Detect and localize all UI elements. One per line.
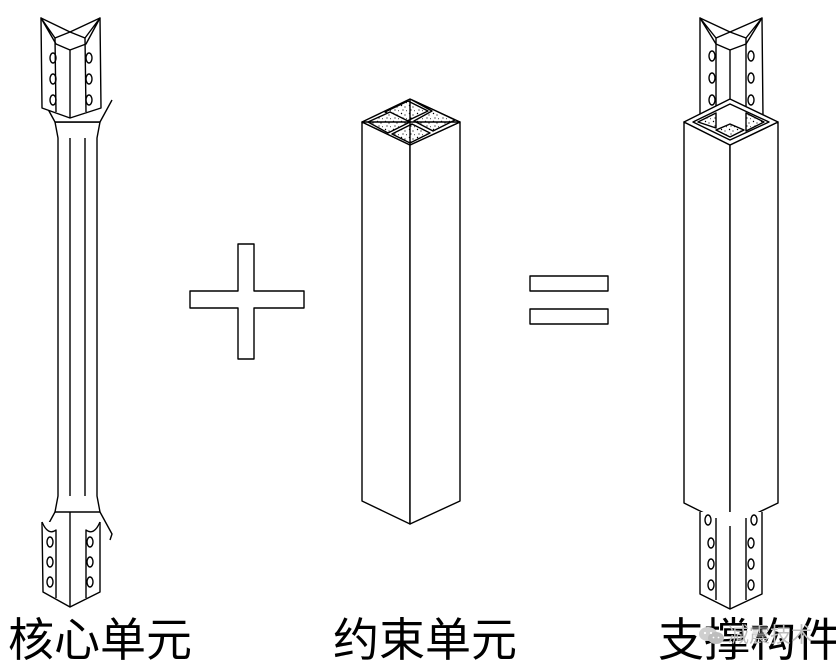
label-constraint-unit: 约束单元 <box>333 613 517 667</box>
brace-bottom-bolt-holes <box>705 515 757 590</box>
label-brace-member: 支撑构件 <box>658 613 836 667</box>
plus-sign <box>190 244 304 359</box>
core-unit-drawing <box>41 18 112 607</box>
constraint-front-left <box>362 122 410 524</box>
brace-tube-right <box>730 122 778 526</box>
wechat-icon <box>699 627 724 644</box>
watermark: 减震技术 <box>698 622 812 648</box>
core-bottom-bolt-holes <box>47 537 93 587</box>
core-top-bolt-holes <box>50 53 92 105</box>
constraint-front-right <box>410 122 460 524</box>
constraint-unit-drawing <box>362 99 460 524</box>
core-shaft <box>55 122 100 512</box>
equals-sign <box>530 276 608 324</box>
brace-concrete-infill <box>698 113 764 137</box>
brace-top-bolt-holes <box>709 51 754 105</box>
watermark-text: 减震技术 <box>728 623 812 647</box>
brace-tube-left <box>684 122 730 526</box>
brace-member-drawing <box>684 18 778 609</box>
label-core-unit: 核心单元 <box>8 613 192 667</box>
